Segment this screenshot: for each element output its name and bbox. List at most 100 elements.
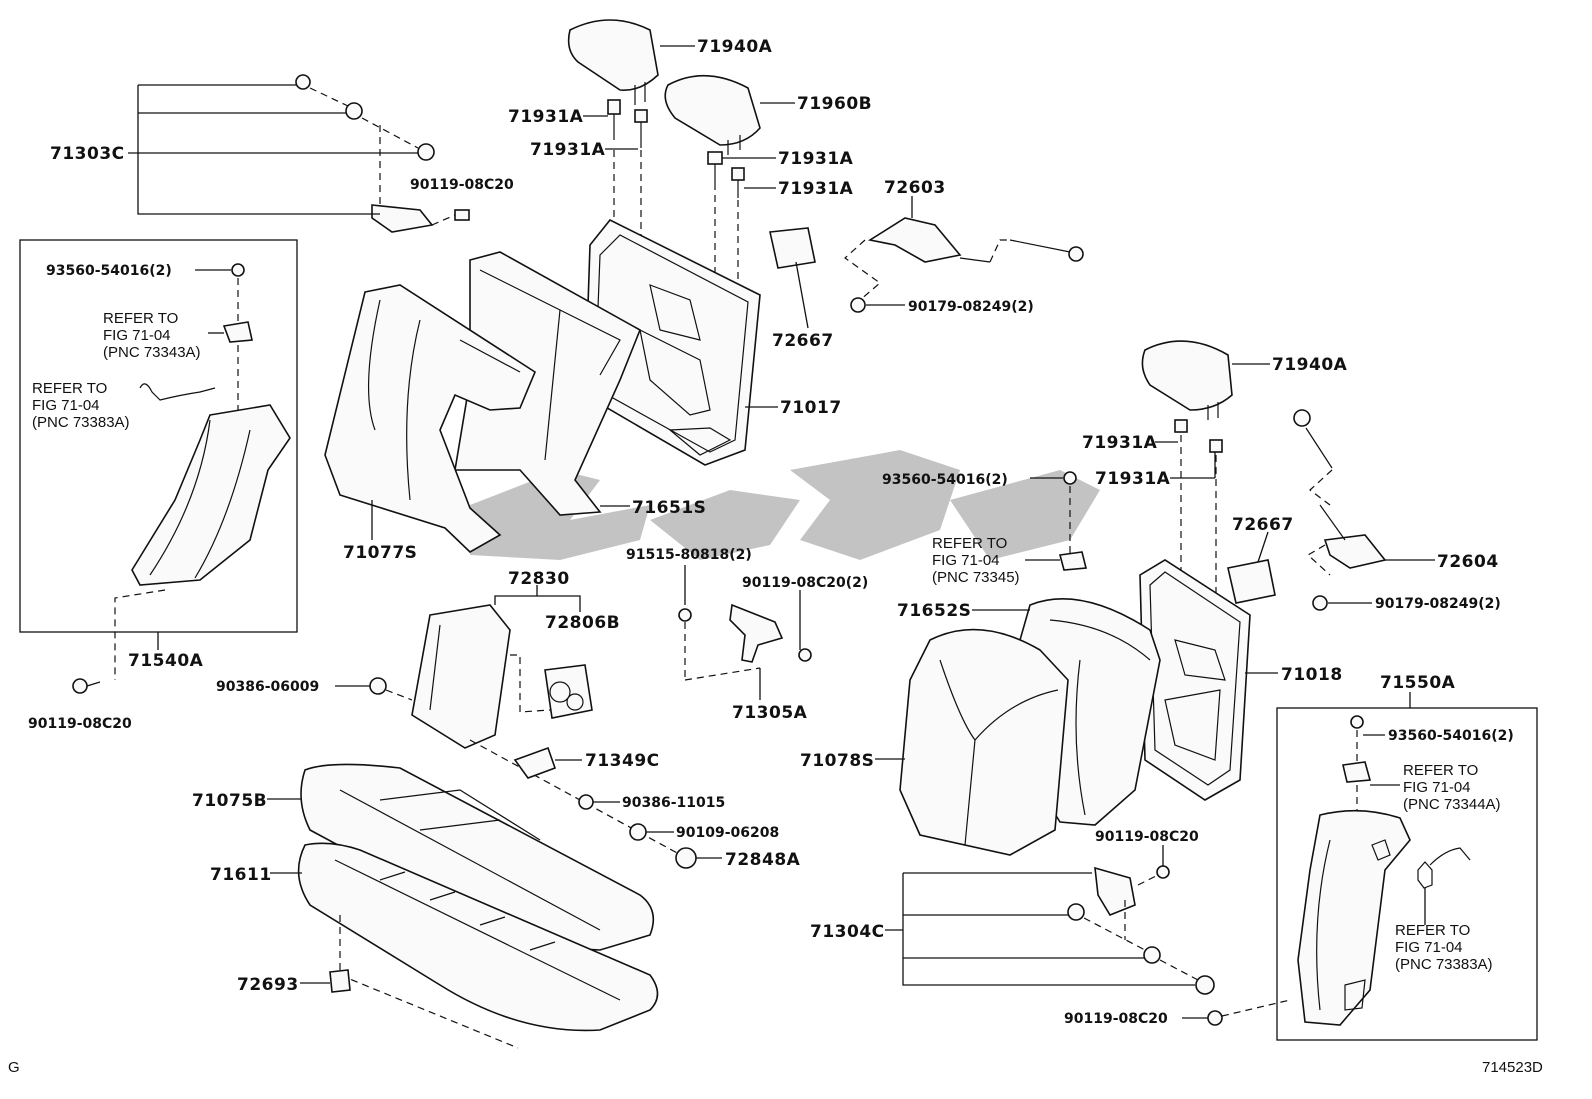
bracket-ref-73345 (1058, 551, 1088, 571)
headrest-guides-right (707, 151, 745, 198)
label-90386-06009: 90386-06009 (216, 679, 319, 695)
label-93560-c: 93560-54016(2) (1388, 728, 1514, 744)
armrest-72830 (411, 604, 511, 749)
headrest-guides-left (607, 99, 648, 148)
ref3-line3: (PNC 73345) (932, 569, 1020, 586)
bracket-71304C-group (1067, 865, 1215, 995)
lock-cable-72604 (1293, 409, 1387, 569)
label-71017: 71017 (780, 398, 842, 418)
label-71303C: 71303C (50, 144, 125, 164)
label-72603: 72603 (884, 178, 946, 198)
inset-box-right (1276, 707, 1538, 1041)
label-93560-b: 93560-54016(2) (882, 472, 1008, 488)
label-71611: 71611 (210, 865, 272, 885)
seat-cover-71075B (300, 763, 655, 951)
seatback-frame-71018 (1139, 559, 1251, 801)
label-71349C: 71349C (585, 751, 660, 771)
label-71652S: 71652S (897, 601, 971, 621)
cover-72667-b (1227, 559, 1276, 604)
label-71931A-3: 71931A (778, 149, 854, 169)
label-91515: 91515-80818(2) (626, 547, 752, 563)
ref2-line3: (PNC 73383A) (32, 414, 130, 431)
cover-72667-a (769, 227, 816, 269)
headrest-71940A-top (567, 19, 659, 105)
seat-pad-71611 (297, 842, 659, 1032)
label-71550A: 71550A (1380, 673, 1456, 693)
hinge-71305A (729, 603, 784, 663)
seatback-cover-71077S (324, 284, 536, 553)
ref5-line3: (PNC 73383A) (1395, 956, 1493, 973)
side-pad-71540A (131, 404, 291, 586)
ref5-line1: REFER TO (1395, 922, 1470, 939)
label-72848A: 72848A (725, 850, 801, 870)
bolt-91515 (678, 608, 692, 622)
label-71940A-right: 71940A (1272, 355, 1348, 375)
lock-cable-72603 (867, 217, 1084, 263)
ref2-line2: FIG 71-04 (32, 397, 100, 414)
label-90179-08249-b: 90179-08249(2) (1375, 596, 1501, 612)
wire-ref-73383A-b (1417, 847, 1471, 889)
bolt-90386-11015 (578, 794, 594, 810)
cap-72848A (675, 847, 697, 869)
label-71931A-2: 71931A (530, 140, 606, 160)
label-72693: 72693 (237, 975, 299, 995)
nut-90179-a (850, 297, 866, 313)
headrest-71940A-right (1141, 340, 1233, 420)
nut-90179-b (1312, 595, 1328, 611)
label-90119-08C20-d: 90119-08C20 (1095, 829, 1199, 845)
ref4-line1: REFER TO (1403, 762, 1478, 779)
ref4-line3: (PNC 73344A) (1403, 796, 1501, 813)
ref2-line1: REFER TO (32, 380, 107, 397)
cupholder-72806B (544, 664, 593, 719)
bracket-71349C (513, 746, 557, 779)
bolt-90119-b (72, 678, 88, 694)
label-90119-08C20-b: 90119-08C20 (28, 716, 132, 732)
guide-71931A-5 (1174, 419, 1188, 433)
label-72604: 72604 (1437, 552, 1499, 572)
label-90109: 90109-06208 (676, 825, 779, 841)
label-71931A-4: 71931A (778, 179, 854, 199)
label-71077S: 71077S (343, 543, 417, 563)
label-71931A-5: 71931A (1082, 433, 1158, 453)
label-71078S: 71078S (800, 751, 874, 771)
label-71651S: 71651S (632, 498, 706, 518)
clip-93560-c (1350, 715, 1364, 729)
guide-71931A-6 (1209, 439, 1223, 453)
clip-72693 (329, 969, 351, 993)
ref1-line1: REFER TO (103, 310, 178, 327)
label-72667-b: 72667 (1232, 515, 1294, 535)
label-90119-08C20-e: 90119-08C20 (1064, 1011, 1168, 1027)
label-71931A-1: 71931A (508, 107, 584, 127)
bolt-90119-c (798, 648, 812, 662)
ref1-line3: (PNC 73343A) (103, 344, 201, 361)
label-71960B: 71960B (797, 94, 872, 114)
bolt-90119-e (1207, 1010, 1223, 1026)
bracket-ref-73344A (1342, 761, 1372, 783)
label-71305A: 71305A (732, 703, 808, 723)
side-pad-71550A (1297, 809, 1411, 1026)
label-90119-08C20-c: 90119-08C20(2) (742, 575, 868, 591)
label-72667-a: 72667 (772, 331, 834, 351)
ref1-line2: FIG 71-04 (103, 327, 171, 344)
label-71075B: 71075B (192, 791, 267, 811)
ref3-line2: FIG 71-04 (932, 552, 1000, 569)
label-72830: 72830 (508, 569, 570, 589)
label-72806B: 72806B (545, 613, 620, 633)
seatback-pad-71651S (454, 251, 642, 516)
label-90119-08C20-a: 90119-08C20 (410, 177, 514, 193)
ref3-line1: REFER TO (932, 535, 1007, 552)
headrest-71960B (664, 74, 761, 155)
illustration-number: 714523D (1482, 1059, 1543, 1076)
corner-left-code: G (8, 1059, 20, 1076)
label-71540A: 71540A (128, 651, 204, 671)
clip-93560-a (231, 263, 245, 277)
ref5-line2: FIG 71-04 (1395, 939, 1463, 956)
label-90179-08249-a: 90179-08249(2) (908, 299, 1034, 315)
label-90386-11015: 90386-11015 (622, 795, 725, 811)
seatback-cover-71078S (899, 628, 1069, 856)
ref4-line2: FIG 71-04 (1403, 779, 1471, 796)
wire-ref-73383A-a (139, 383, 216, 401)
bracket-ref-73343A (222, 321, 253, 343)
